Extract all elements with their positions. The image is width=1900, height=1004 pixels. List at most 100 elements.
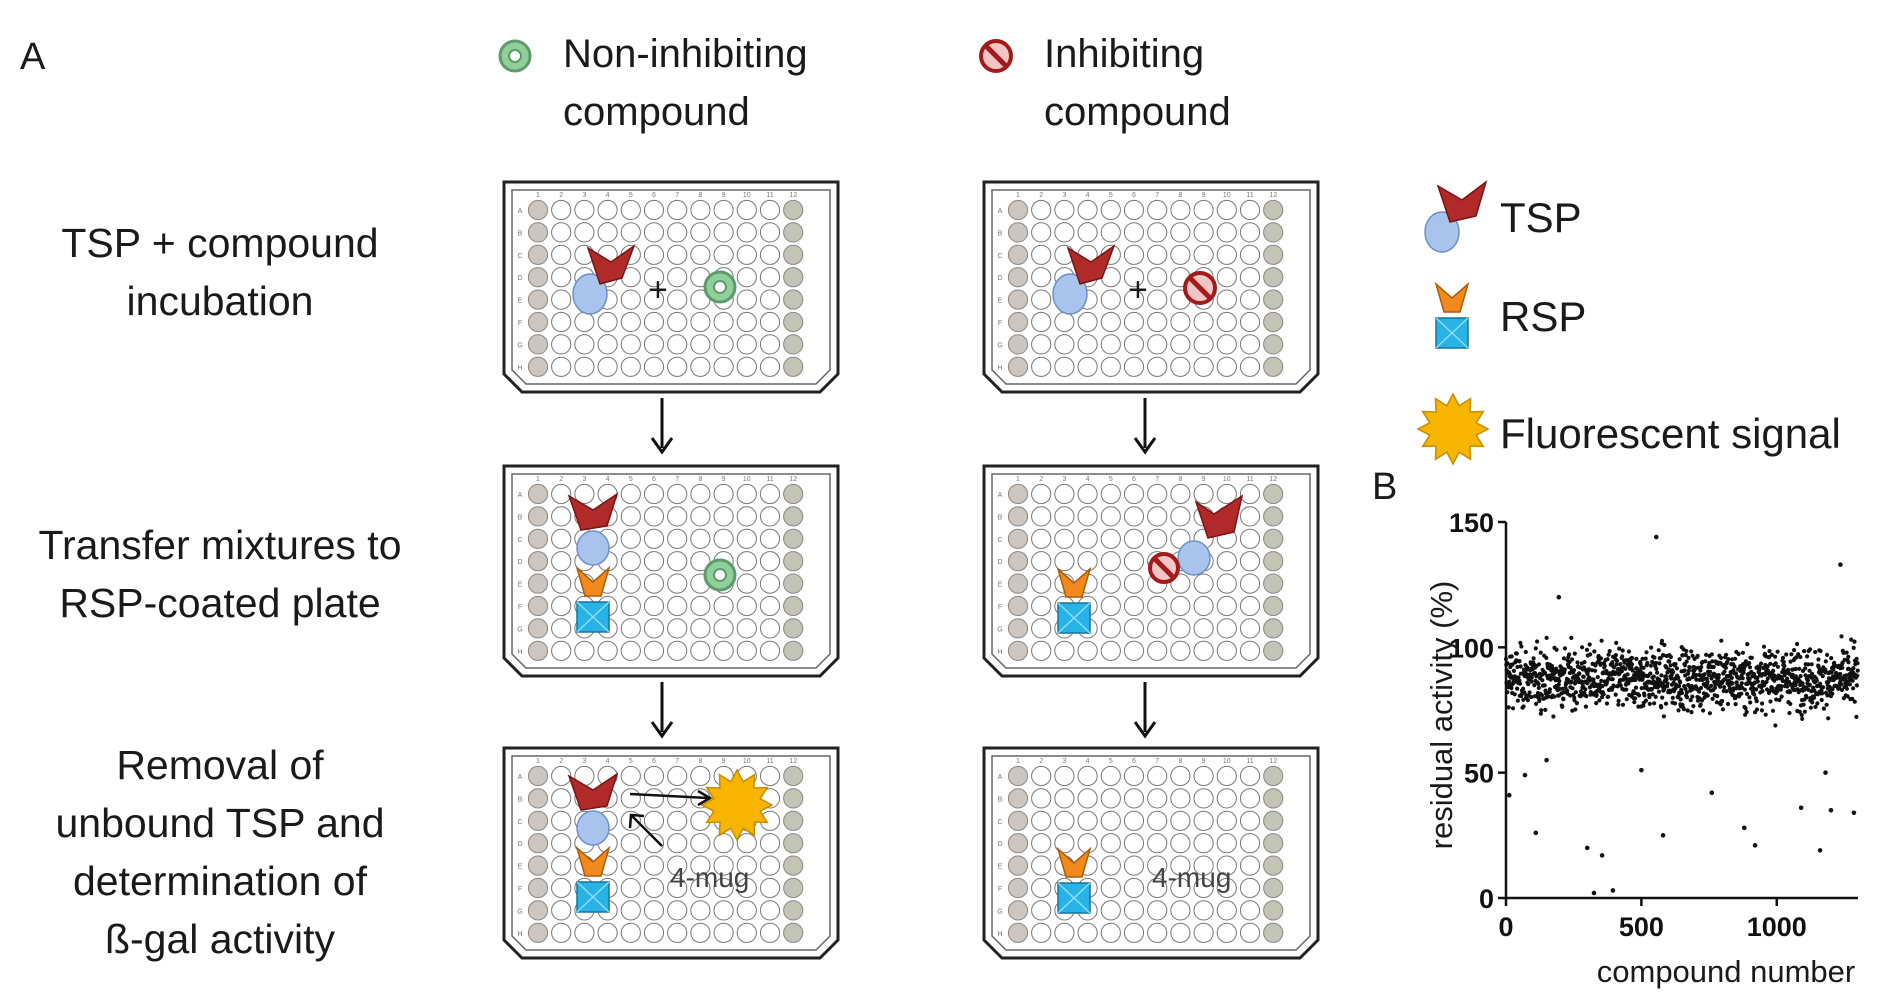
scatter-point	[1594, 693, 1599, 698]
scatter-point	[1598, 661, 1603, 666]
plate-well	[1170, 595, 1191, 617]
plate-well	[667, 573, 688, 594]
plate-well	[527, 289, 549, 310]
scatter-point	[1572, 651, 1577, 656]
plate-well	[759, 528, 781, 549]
scatter-point	[1668, 690, 1673, 695]
plate-well	[1123, 267, 1145, 288]
plate-column-number: 9	[722, 192, 726, 199]
plate-row-letter: B	[518, 514, 523, 521]
scatter-point	[1770, 685, 1775, 690]
scatter-point	[1855, 673, 1860, 678]
scatter-point	[1538, 711, 1543, 716]
plate-well	[783, 877, 804, 899]
scatter-point	[1527, 690, 1532, 695]
plate-well	[690, 244, 711, 265]
plate-well	[759, 618, 781, 639]
plate-well	[1007, 311, 1029, 333]
plate-well	[1239, 551, 1261, 572]
plate-well	[1170, 618, 1191, 639]
scatter-point	[1824, 702, 1829, 707]
plate-well	[667, 765, 688, 787]
plate-well	[1263, 528, 1284, 549]
plate-well	[1216, 311, 1237, 333]
scatter-point	[1572, 698, 1577, 703]
plate-well	[1193, 900, 1214, 921]
plate-well	[1170, 311, 1191, 333]
scatter-point	[1594, 701, 1599, 706]
plate-well	[1239, 356, 1261, 377]
plate-well	[1077, 334, 1098, 355]
inhibiting-line1: Inhibiting	[1044, 32, 1205, 76]
plate-well	[551, 640, 572, 661]
plate-well	[574, 640, 595, 661]
y-tick-label: 150	[1449, 508, 1494, 538]
plate-well	[1216, 765, 1237, 787]
plate-well	[1054, 506, 1075, 527]
plate-well	[620, 900, 641, 921]
scatter-point	[1521, 704, 1526, 709]
plate-row-letter: G	[997, 626, 1002, 633]
scatter-point	[1704, 652, 1709, 657]
plate-well	[1239, 922, 1261, 943]
plate-well	[1263, 877, 1284, 899]
plate-well	[1239, 900, 1261, 921]
scatter-point	[1523, 649, 1528, 655]
plate-well	[667, 267, 688, 288]
plate-well	[1007, 483, 1029, 505]
scatter-point	[1663, 701, 1669, 706]
plate-well	[1100, 595, 1121, 617]
scatter-point	[1644, 650, 1649, 655]
plate-well	[667, 900, 688, 921]
plate-well	[1054, 356, 1075, 377]
scatter-point	[1745, 642, 1750, 647]
plate-well	[620, 356, 641, 377]
plate-column-number: 1	[1016, 476, 1020, 483]
scatter-point	[1724, 689, 1729, 694]
scatter-point	[1515, 686, 1520, 691]
scatter-point	[1676, 684, 1682, 689]
scatter-point	[1613, 692, 1618, 697]
plate-well	[1193, 573, 1214, 594]
plate-well	[574, 356, 595, 377]
scatter-point	[1839, 682, 1844, 687]
scatter-point	[1542, 683, 1547, 688]
plate-well	[1170, 222, 1191, 243]
scatter-point	[1647, 695, 1652, 700]
plate-well	[643, 877, 665, 899]
plate-column-number: 2	[559, 758, 563, 765]
rsp-icon	[1056, 846, 1092, 914]
plate-well	[1031, 877, 1052, 899]
scatter-point	[1647, 701, 1652, 706]
scatter-point	[1667, 659, 1672, 664]
plate-well	[736, 483, 757, 505]
plate-well	[783, 483, 804, 505]
plate-column-number: 6	[1132, 192, 1136, 199]
plate-well	[1077, 640, 1098, 661]
plate-well	[759, 595, 781, 617]
scatter-point	[1787, 690, 1793, 695]
scatter-point	[1754, 699, 1759, 704]
scatter-point	[1712, 685, 1718, 690]
scatter-point	[1755, 679, 1760, 684]
scatter-point	[1606, 676, 1611, 681]
plate-row-letter: A	[998, 492, 1003, 499]
scatter-point	[1610, 660, 1615, 665]
plate-well	[1123, 222, 1145, 243]
plate-column-number: 4	[1086, 476, 1090, 483]
scatter-point	[1606, 694, 1611, 699]
scatter-point	[1825, 693, 1830, 698]
plate-column-number: 3	[1062, 476, 1066, 483]
scatter-point	[1775, 649, 1780, 654]
non-inhibiting-compound-icon	[703, 270, 737, 304]
scatter-point	[1554, 647, 1559, 652]
scatter-point	[1571, 668, 1577, 673]
plate-column-number: 6	[652, 476, 656, 483]
plate-column-number: 6	[1132, 476, 1136, 483]
scatter-point	[1831, 667, 1836, 672]
plate-well	[1007, 356, 1029, 377]
scatter-point	[1846, 660, 1851, 665]
scatter-point	[1672, 701, 1678, 706]
plate-row-letter: A	[518, 774, 523, 781]
